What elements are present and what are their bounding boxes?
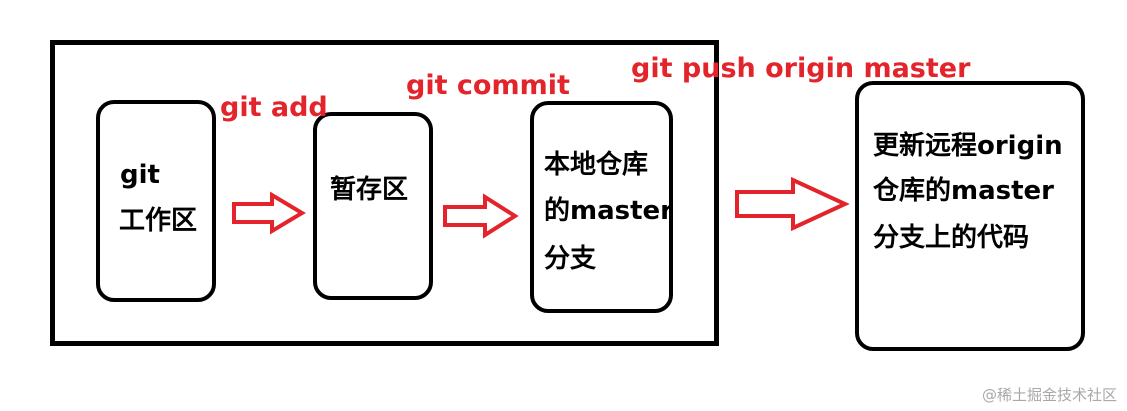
git-add-label: git add [220, 92, 328, 123]
remote-repo-label-line2: 仓库的master [873, 176, 1054, 206]
local-repo-label-line2: 的master [544, 196, 673, 226]
push-arrow-icon [735, 176, 850, 232]
local-environment-frame [50, 40, 719, 346]
staging-area-label: 暂存区 [330, 175, 409, 205]
local-repo-label-line3: 分支 [544, 244, 597, 274]
git-commit-label: git commit [406, 70, 570, 101]
working-directory-box [96, 100, 216, 302]
remote-repo-label-line3: 分支上的代码 [873, 223, 1030, 253]
remote-repo-label-line1: 更新远程origin [873, 131, 1063, 161]
git-push-label: git push origin master [631, 53, 971, 84]
working-directory-label-line1: git [120, 160, 160, 190]
remote-repo-box [855, 81, 1085, 351]
local-repo-label-line1: 本地仓库 [544, 150, 649, 180]
watermark-text: @稀土掘金技术社区 [981, 386, 1117, 404]
commit-arrow-icon [443, 193, 519, 239]
local-repo-box [530, 101, 673, 313]
working-directory-label-line2: 工作区 [119, 206, 198, 236]
add-arrow-icon [232, 191, 306, 235]
staging-area-box [313, 112, 433, 300]
